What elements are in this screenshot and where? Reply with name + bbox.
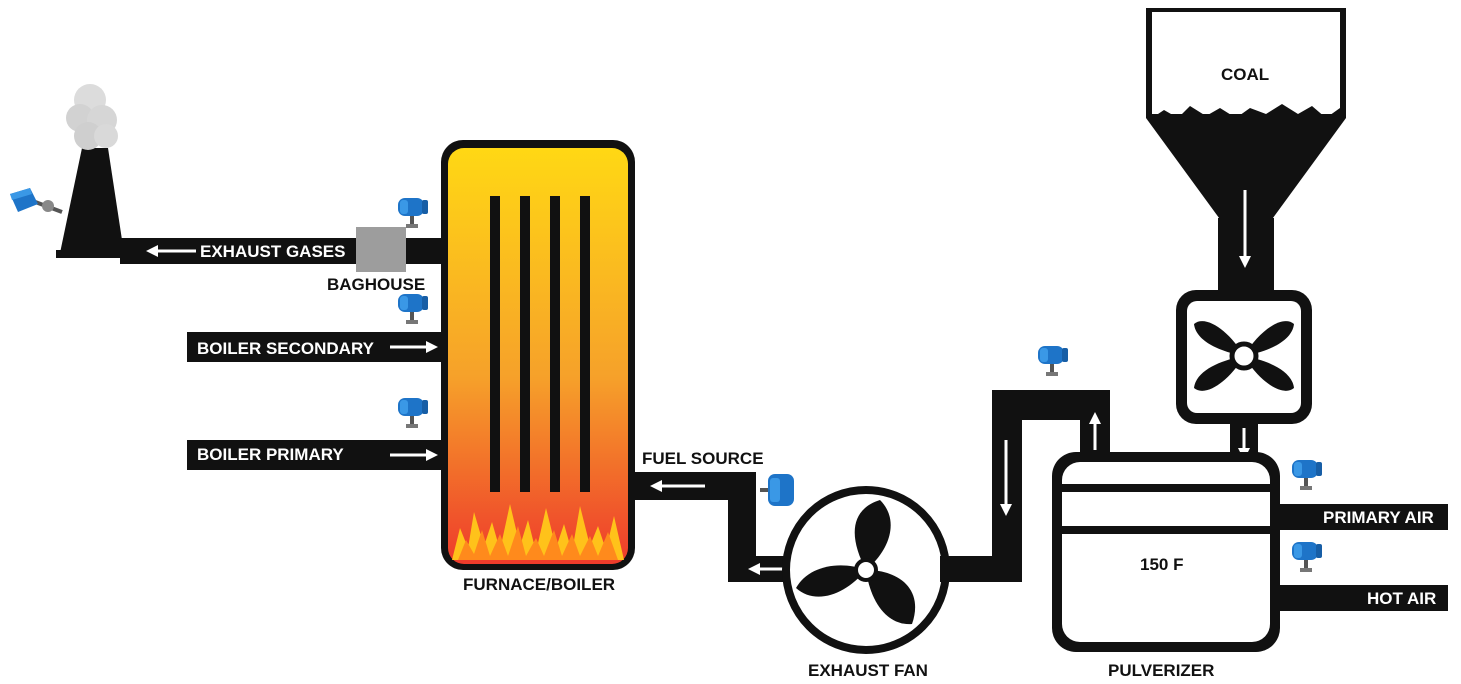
- transmitter-icon: [1292, 460, 1322, 490]
- furnace-boiler: [441, 140, 635, 570]
- baghouse-box: [356, 227, 406, 272]
- transmitter-icon: [1292, 542, 1322, 572]
- fan-icon: [796, 500, 916, 625]
- label-furnace-boiler: FURNACE/BOILER: [463, 575, 615, 594]
- transmitter-icon: [1038, 346, 1068, 376]
- label-boiler-secondary: BOILER SECONDARY: [197, 339, 375, 358]
- flame-icon: [452, 504, 624, 560]
- label-primary-air: PRIMARY AIR: [1323, 508, 1434, 527]
- fuel-source-arrow: [650, 480, 705, 492]
- pulverizer: [1052, 452, 1280, 652]
- primary-air-pipe: [1276, 504, 1448, 530]
- fan-icon: [1194, 321, 1294, 391]
- label-baghouse: BAGHOUSE: [327, 275, 425, 294]
- label-hot-air: HOT AIR: [1367, 589, 1436, 608]
- transmitter-icon: [760, 474, 794, 506]
- stack-sensor-icon: [10, 188, 63, 214]
- label-exhaust-fan: EXHAUST FAN: [808, 661, 928, 680]
- boiler-primary-arrow: [390, 449, 438, 461]
- label-coal: COAL: [1221, 65, 1269, 84]
- transmitter-icon: [398, 294, 428, 324]
- smokestack: [56, 148, 136, 258]
- coal-hopper: [1146, 8, 1346, 294]
- exhaust-arrow: [146, 245, 196, 257]
- label-fuel-source: FUEL SOURCE: [642, 449, 764, 468]
- label-boiler-primary: BOILER PRIMARY: [197, 445, 344, 464]
- boiler-secondary-arrow: [390, 341, 438, 353]
- duct-up-arrow: [1089, 412, 1101, 450]
- label-pulverizer-temp: 150 F: [1140, 555, 1183, 574]
- hot-air-pipe: [1276, 585, 1448, 611]
- label-pulverizer: PULVERIZER: [1108, 661, 1214, 680]
- duct-down-arrow: [1000, 440, 1012, 516]
- label-exhaust-gases: EXHAUST GASES: [200, 242, 345, 261]
- transmitter-icon: [398, 198, 428, 228]
- smoke-icon: [66, 84, 118, 150]
- transmitter-icon: [398, 398, 428, 428]
- coal-down-arrow: [1239, 190, 1251, 268]
